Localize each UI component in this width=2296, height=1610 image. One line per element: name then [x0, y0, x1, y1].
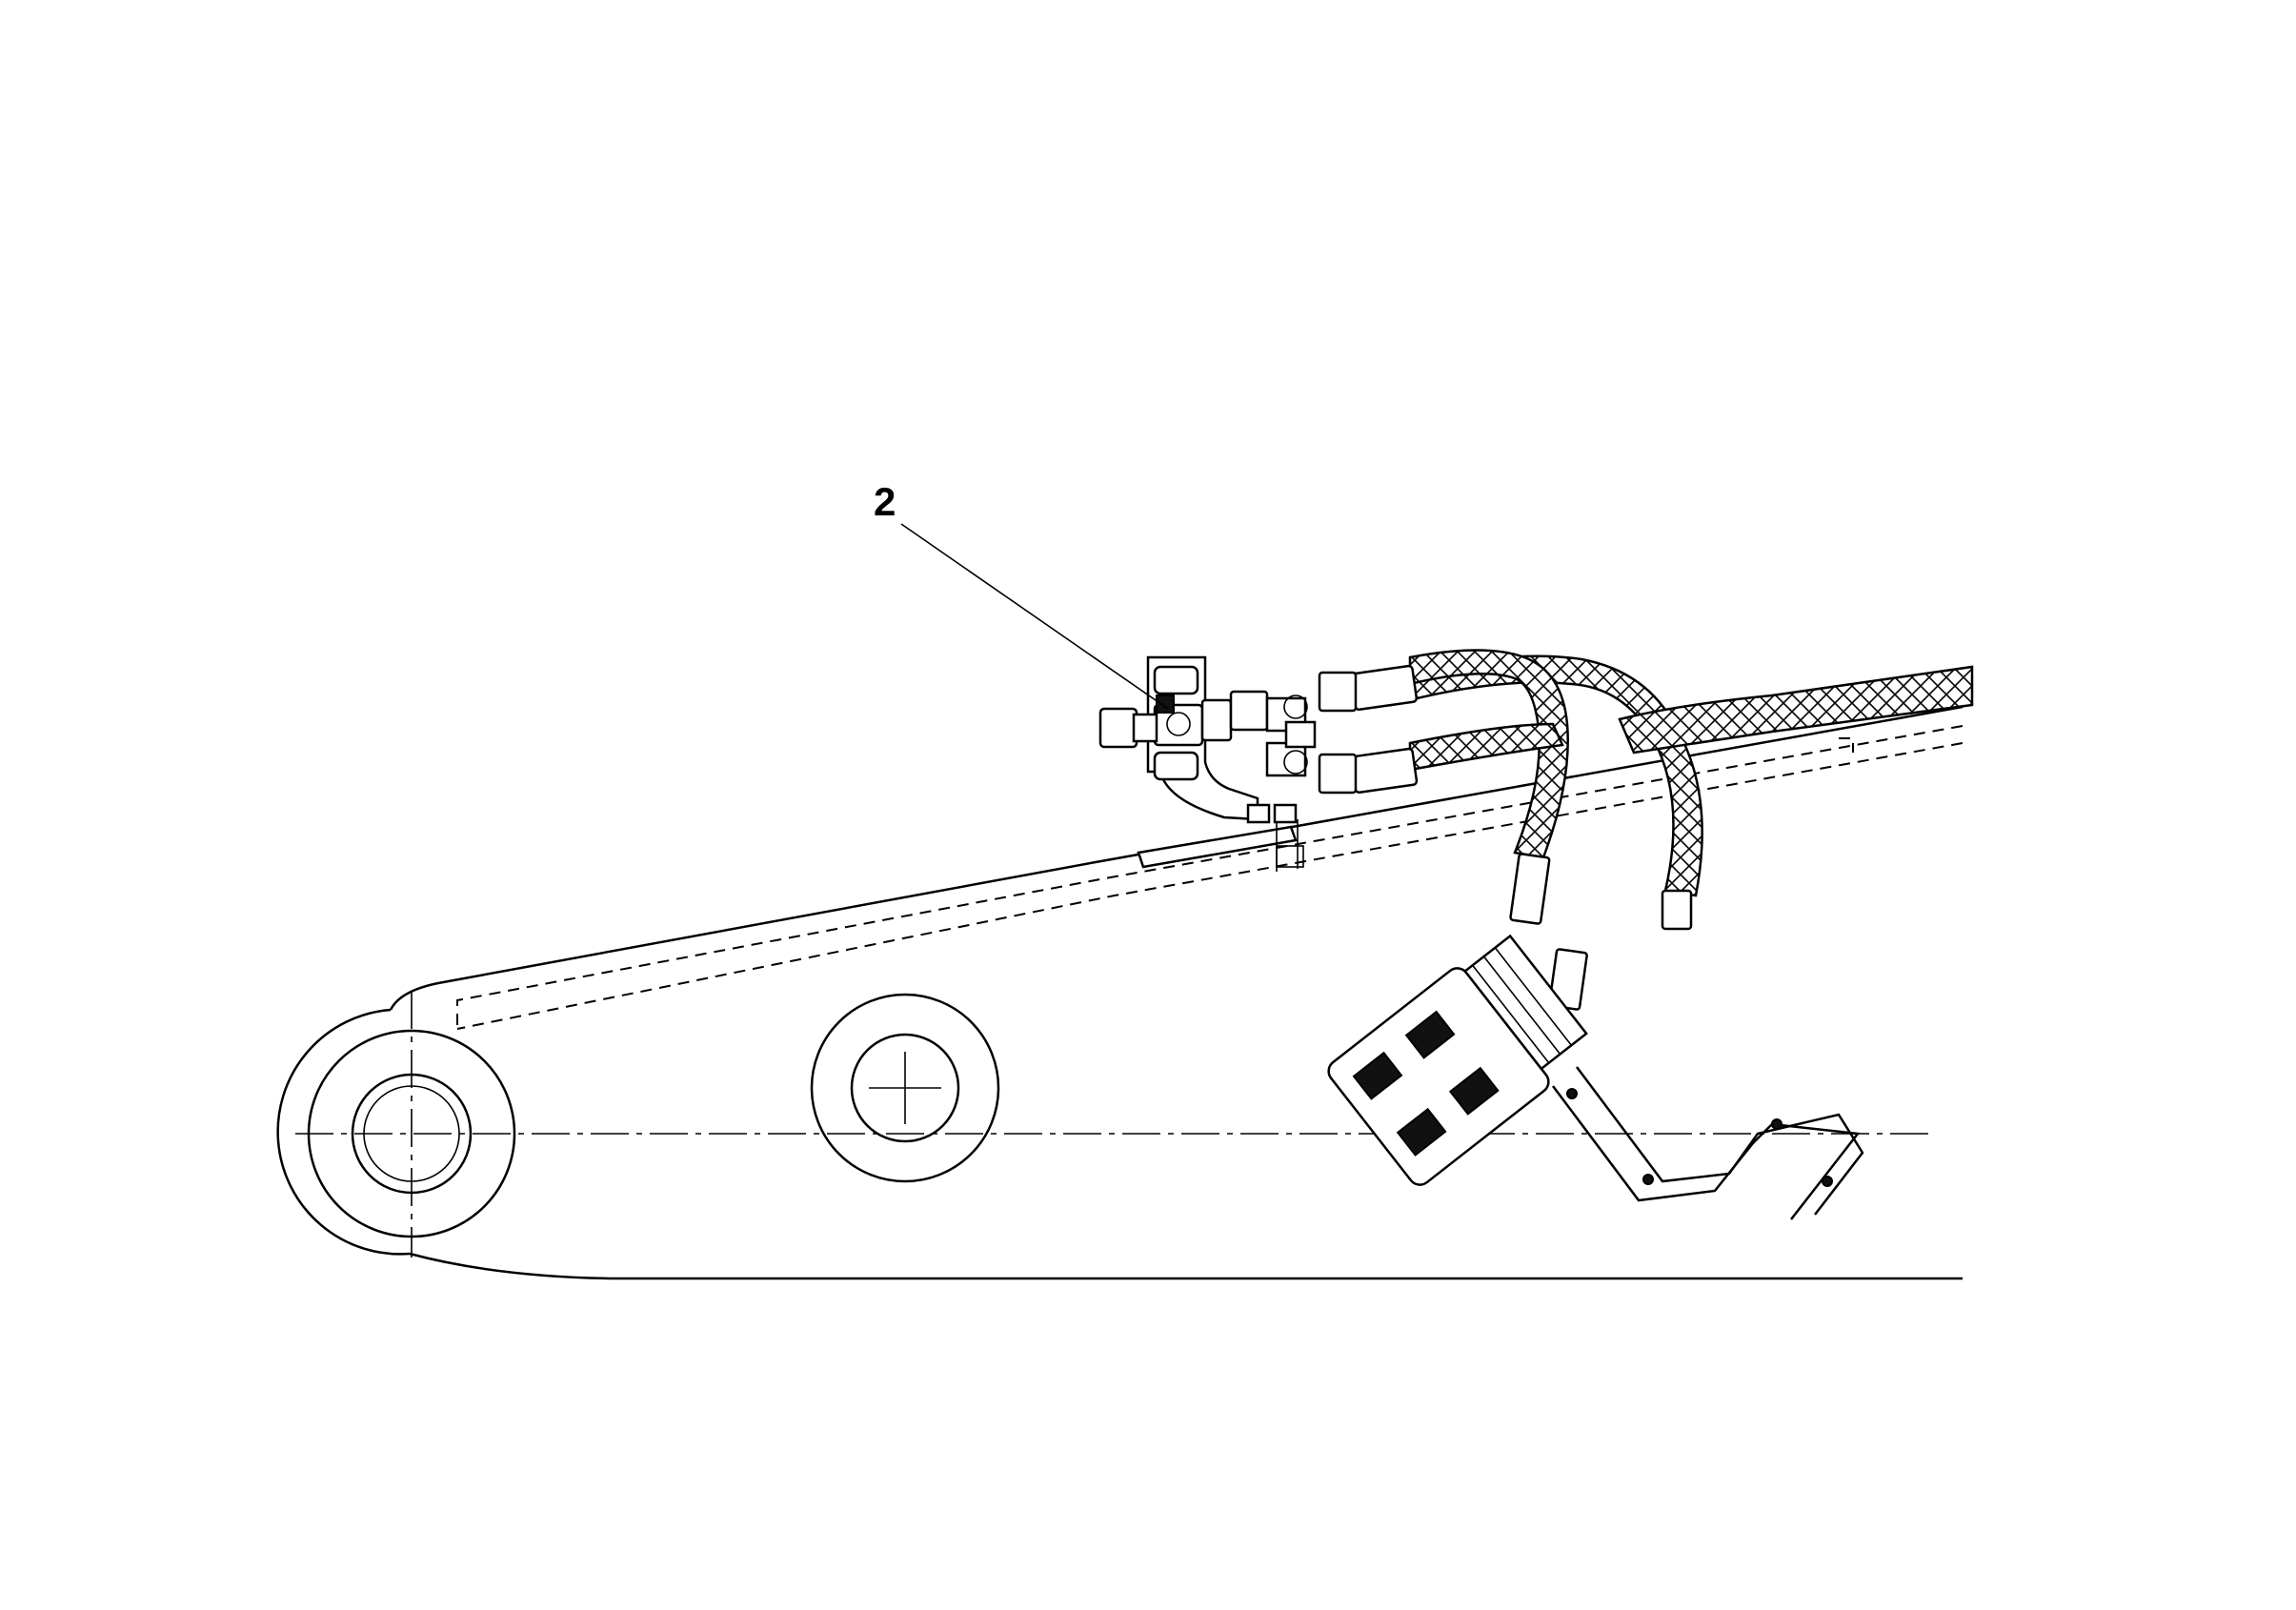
- callout-leader-line: [900, 523, 1169, 710]
- mounting-bracket: [1137, 819, 1304, 872]
- hose-fitting-bracket: [1098, 655, 1317, 824]
- callout-number: 2: [874, 479, 896, 524]
- pivot-boss-left: [307, 1029, 516, 1238]
- valve-block: [1327, 934, 1864, 1220]
- braided-hose-lower: [1408, 722, 1564, 772]
- boom-arm: [276, 705, 1964, 1280]
- pivot-boss-center: [810, 993, 1000, 1183]
- callout-2: 2: [874, 479, 1169, 710]
- hose-end-fittings: [1318, 664, 1693, 1011]
- braided-hose-main: [1389, 654, 1974, 897]
